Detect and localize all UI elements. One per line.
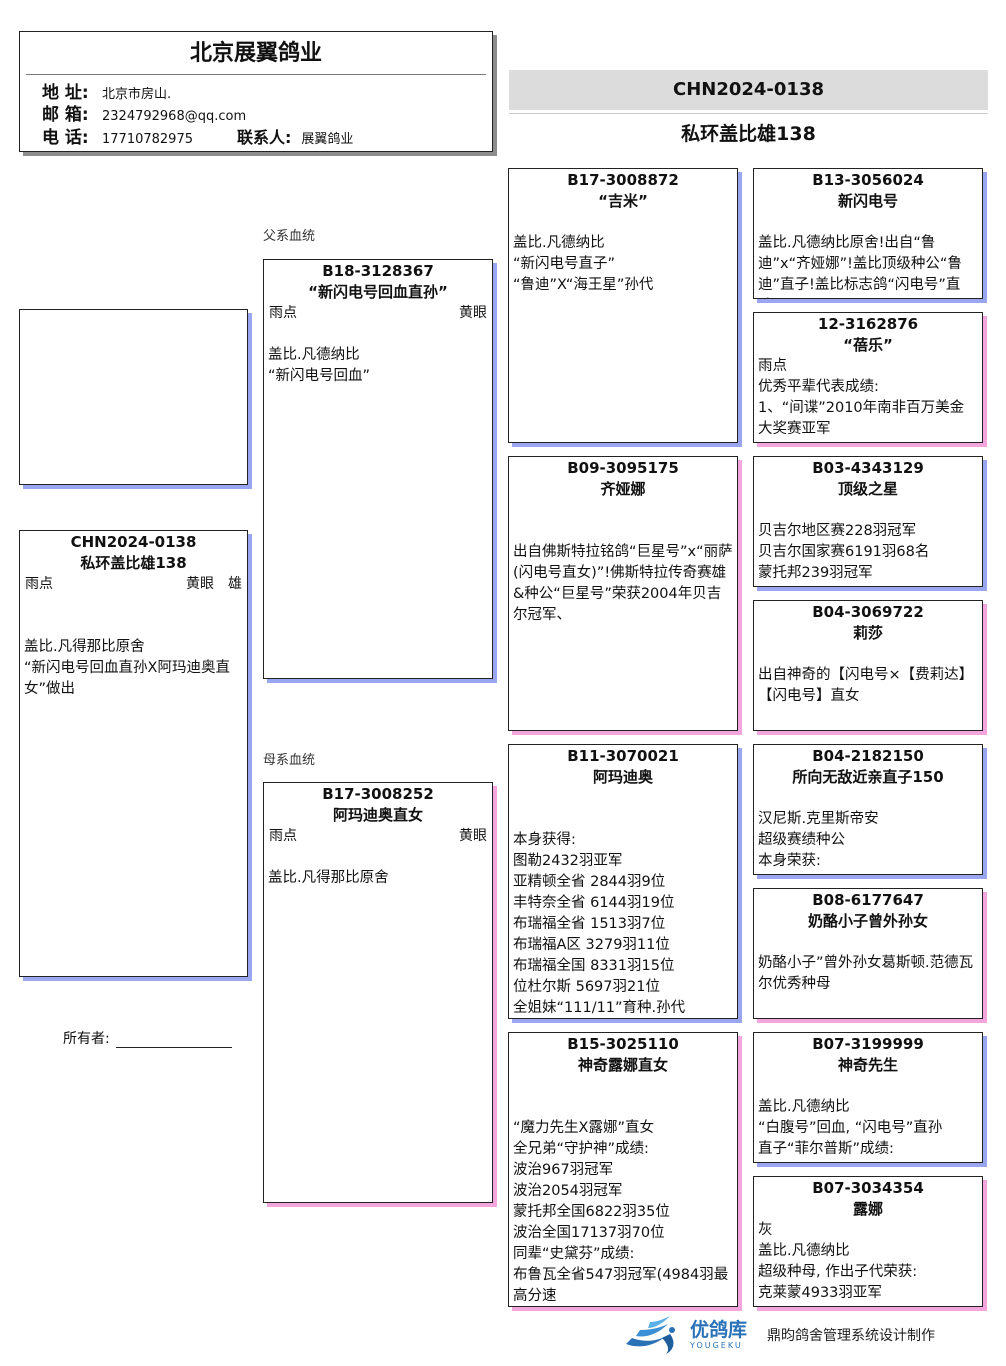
g2-description: “魔力先生X露娜”直女 全兄弟“守护神”成绩: 波治967羽冠军 波治2054羽…	[513, 1120, 729, 1304]
contact-value: 展翼鸽业	[301, 132, 354, 147]
g3-card-8: B07-3034354 露娜 灰 盖比.凡德纳比 超级种母, 作出子代荣获: 克…	[753, 1176, 983, 1307]
g2-name: 阿玛迪奥	[592, 768, 653, 786]
dam-name: 阿玛迪奥直女	[332, 806, 423, 824]
g3-ring: B04-3069722	[812, 603, 924, 621]
subject-attributes: 雨点 黄眼雄	[20, 574, 247, 595]
dam-attributes: 雨点 黄眼	[264, 826, 492, 847]
g3-name: 露娜	[852, 1200, 883, 1218]
g3-description: 雨点 优秀平辈代表成绩: 1、“间谍”2010年南非百万美金大奖赛亚军	[758, 358, 965, 437]
address-line: 地 址: 北京市房山.	[42, 83, 492, 105]
dam-eye: 黄眼	[459, 828, 487, 844]
g3-name: 莉莎	[852, 624, 883, 642]
bird-name-title: 私环盖比雄138	[681, 123, 816, 145]
g3-card-3: B03-4343129 顶级之星 贝吉尔地区赛228羽冠军 贝吉尔国家赛6191…	[753, 456, 983, 587]
g3-ring: B13-3056024	[812, 171, 924, 189]
g3-description: 盖比.凡德纳比原舍!出自“鲁迪”x“齐娅娜”!盖比顶级种公“鲁迪”直子!盖比标志…	[758, 235, 962, 293]
g2-card-sire-dam: B09-3095175 齐娅娜 出自佛斯特拉铭鸽“巨星号”x“丽萨(闪电号直女)…	[508, 456, 738, 731]
g3-card-4: B04-3069722 莉莎 出自神奇的【闪电号×【费莉达】【闪电号】直女	[753, 600, 983, 731]
g3-ring: B04-2182150	[812, 747, 924, 765]
sire-card: B18-3128367 “新闪电号回血直孙” 雨点 黄眼 盖比.凡德纳比 “新闪…	[263, 259, 493, 679]
g2-card-dam-dam: B15-3025110 神奇露娜直女 “魔力先生X露娜”直女 全兄弟“守护神”成…	[508, 1032, 738, 1307]
g2-name: “吉米”	[598, 192, 648, 210]
brand-wordmark: 优鸽库 YOUGEKU	[690, 1319, 747, 1351]
g2-ring: B11-3070021	[567, 747, 679, 765]
subject-eye: 黄眼	[186, 576, 214, 592]
sire-description: 盖比.凡德纳比 “新闪电号回血”	[268, 347, 371, 384]
g3-name: 顶级之星	[837, 480, 898, 498]
header-divider	[26, 74, 486, 75]
g3-name: 神奇先生	[837, 1056, 898, 1074]
g3-ring: B07-3199999	[812, 1035, 924, 1053]
g3-card-1: B13-3056024 新闪电号 盖比.凡德纳比原舍!出自“鲁迪”x“齐娅娜”!…	[753, 168, 983, 299]
g3-card-2: 12-3162876 “蓓乐” 雨点 优秀平辈代表成绩: 1、“间谍”2010年…	[753, 312, 983, 443]
sire-color: 雨点	[269, 305, 297, 321]
sire-line-label: 父系血统	[263, 229, 316, 244]
g3-card-7: B07-3199999 神奇先生 盖比.凡德纳比 “白腹号”回血, “闪电号”直…	[753, 1032, 983, 1163]
credit-text: 鼎昀鸽舍管理系统设计制作	[767, 1328, 936, 1344]
dam-description: 盖比.凡得那比原舍	[268, 870, 389, 886]
g2-description: 盖比.凡德纳比 “新闪电号直子” “鲁迪”X“海王星”孙代	[513, 235, 654, 293]
g2-description: 出自佛斯特拉铭鸽“巨星号”x“丽萨(闪电号直女)”!佛斯特拉传奇赛雄&种公“巨星…	[513, 544, 733, 623]
phone-line: 电 话: 17710782975 联系人: 展翼鸽业	[42, 127, 492, 150]
dam-line-label: 母系血统	[263, 753, 316, 768]
email-line: 邮 箱: 2324792968@qq.com	[42, 105, 492, 127]
sire-attributes: 雨点 黄眼	[264, 303, 492, 324]
g3-name: 奶酪小子曾外孙女	[807, 912, 928, 930]
bird-ring-banner: CHN2024-0138	[509, 70, 988, 110]
g3-ring: 12-3162876	[817, 315, 919, 333]
g2-ring: B17-3008872	[567, 171, 679, 189]
address-label: 地 址:	[42, 83, 89, 103]
owner-field: 所有者:	[63, 1028, 232, 1048]
breeder-header: 北京展翼鸽业 地 址: 北京市房山. 邮 箱: 2324792968@qq.co…	[19, 31, 493, 152]
brand-name: 优鸽库	[690, 1319, 748, 1341]
g3-description: 灰 盖比.凡德纳比 超级种母, 作出子代荣获: 克莱蒙4933羽亚军	[758, 1222, 918, 1301]
g3-ring: B08-6177647	[812, 891, 924, 909]
subject-color: 雨点	[25, 576, 53, 592]
g3-name: 所向无敌近亲直子150	[792, 768, 944, 786]
g3-ring: B07-3034354	[812, 1179, 924, 1197]
g3-card-5: B04-2182150 所向无敌近亲直子150 汉尼斯.克里斯帝安 超级赛绩种公…	[753, 744, 983, 875]
g3-description: 出自神奇的【闪电号×【费莉达】【闪电号】直女	[758, 667, 974, 704]
address-value: 北京市房山.	[102, 87, 172, 102]
g2-card-sire-sire: B17-3008872 “吉米” 盖比.凡德纳比 “新闪电号直子” “鲁迪”X“…	[508, 168, 738, 443]
company-name: 北京展翼鸽业	[189, 41, 322, 66]
sire-eye: 黄眼	[459, 305, 487, 321]
email-value: 2324792968@qq.com	[102, 109, 247, 124]
phone-value: 17710782975	[102, 132, 193, 147]
subject-sex: 雄	[228, 576, 242, 592]
dam-card: B17-3008252 阿玛迪奥直女 雨点 黄眼 盖比.凡得那比原舍	[263, 782, 493, 1203]
sire-ring: B18-3128367	[322, 262, 434, 280]
owner-blank-line[interactable]	[115, 1031, 232, 1048]
subject-name: 私环盖比雄138	[80, 554, 187, 572]
g2-name: 齐娅娜	[600, 480, 646, 498]
dove-logo-icon	[626, 1316, 675, 1354]
dam-ring: B17-3008252	[322, 785, 434, 803]
subject-ring: CHN2024-0138	[70, 533, 197, 551]
subject-description: 盖比.凡得那比原舍 “新闪电号回血直孙X阿玛迪奥直女”做出	[24, 639, 230, 697]
email-label: 邮 箱:	[42, 105, 89, 125]
footer: 优鸽库 YOUGEKU 鼎昀鸽舍管理系统设计制作	[622, 1312, 992, 1358]
g2-ring: B09-3095175	[567, 459, 679, 477]
brand-name-latin: YOUGEKU	[690, 1341, 743, 1350]
sire-name: “新闪电号回血直孙”	[308, 283, 448, 301]
g2-description: 本身获得: 图勒2432羽亚军 亚精顿全省 2844羽9位 丰特奈全省 6144…	[513, 832, 686, 1016]
g3-ring: B03-4343129	[812, 459, 924, 477]
g3-description: 盖比.凡德纳比 “白腹号”回血, “闪电号”直孙 直子“菲尔普斯”成绩:	[758, 1099, 943, 1157]
g3-description: 汉尼斯.克里斯帝安 超级赛绩种公 本身荣获:	[758, 811, 879, 869]
phone-label: 电 话:	[42, 128, 89, 148]
bird-photo	[19, 309, 248, 485]
g3-name: “蓓乐”	[843, 336, 893, 354]
g2-ring: B15-3025110	[567, 1035, 679, 1053]
contact-label: 联系人:	[236, 128, 292, 147]
g3-description: 贝吉尔地区赛228羽冠军 贝吉尔国家赛6191羽68名 蒙托邦239羽冠军	[758, 523, 930, 581]
banner-divider	[509, 113, 988, 114]
g3-card-6: B08-6177647 奶酪小子曾外孙女 奶酪小子”曾外孙女葛斯顿.范德瓦尔优秀…	[753, 888, 983, 1019]
g2-name: 神奇露娜直女	[577, 1056, 668, 1074]
g2-card-dam-sire: B11-3070021 阿玛迪奥 本身获得: 图勒2432羽亚军 亚精顿全省 2…	[508, 744, 738, 1019]
subject-card: CHN2024-0138 私环盖比雄138 雨点 黄眼雄 盖比.凡得那比原舍 “…	[19, 530, 248, 977]
dam-color: 雨点	[269, 828, 297, 844]
g3-description: 奶酪小子”曾外孙女葛斯顿.范德瓦尔优秀种母	[758, 955, 974, 992]
owner-label: 所有者:	[63, 1031, 110, 1047]
g3-name: 新闪电号	[837, 192, 898, 210]
